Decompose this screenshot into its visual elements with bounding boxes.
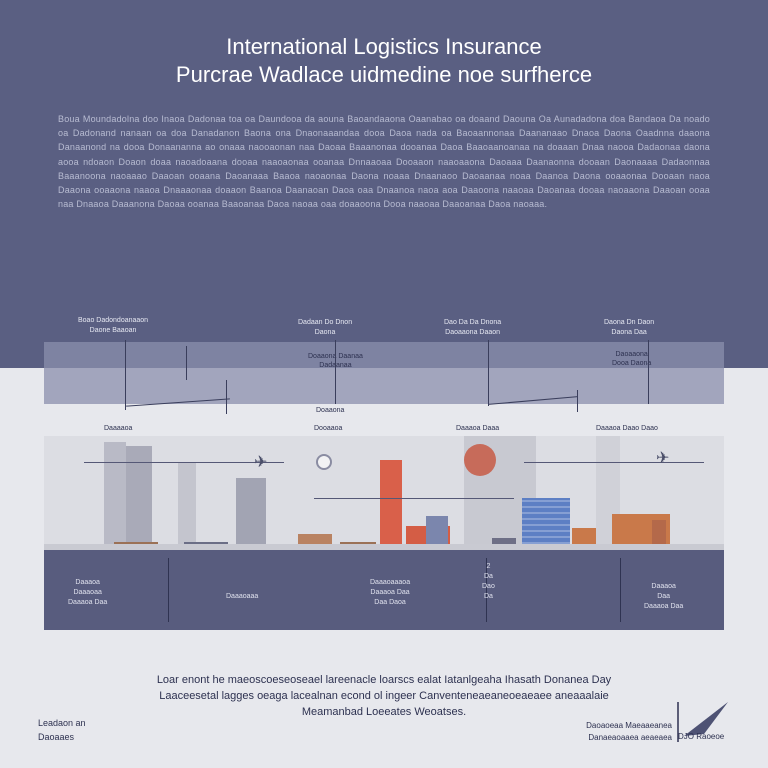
summary-text: Loar enont he maeoscoeseoseael lareenacl…: [156, 674, 612, 718]
divider: [486, 558, 487, 622]
connector-line: [186, 346, 187, 380]
scene-label: Dooaaoa: [314, 425, 343, 432]
footer-left: Leadaon an Daoaaes: [38, 718, 86, 742]
airplane-icon: ✈: [254, 454, 268, 471]
flight-path: [84, 462, 284, 463]
panel-label-2: Daaaoaaa: [226, 593, 259, 600]
building: [178, 462, 196, 550]
flow-band: [44, 342, 724, 404]
building: [104, 442, 126, 550]
scene-label: Doaaona: [316, 407, 345, 414]
scene-label: Daaaoa Daaa: [456, 425, 500, 432]
header-section: International Logistics Insurance Purcra…: [0, 0, 768, 368]
connector-line: [577, 390, 578, 412]
connector-line: [226, 380, 227, 414]
page-subtitle: Purcrae Wadlace uidmedine noe surfherce: [175, 62, 593, 87]
globe-icon: [316, 454, 332, 470]
ground: [44, 544, 724, 550]
logo-icon: [677, 702, 728, 742]
intro-paragraph: Boua Moundadolna doo Inaoa Dadonaa toa o…: [58, 114, 710, 210]
divider: [620, 558, 621, 622]
building: [522, 498, 570, 550]
building: [652, 520, 666, 550]
scene-label: Daaaaoa: [104, 425, 133, 432]
connector-line: [648, 340, 649, 404]
airplane-icon: ✈: [656, 450, 670, 467]
sun-icon: [464, 444, 496, 476]
page-title: International Logistics Insurance: [226, 34, 542, 59]
city-illustration: ✈ ✈: [44, 436, 724, 550]
building: [380, 460, 402, 550]
connector-line: [335, 340, 336, 404]
building: [126, 446, 152, 550]
building: [236, 478, 266, 550]
divider: [168, 558, 169, 622]
flight-path: [524, 462, 704, 463]
footer-right: Daoaoeaa Maeaaeanea Danaeaoaaea aeaeaea: [586, 721, 672, 742]
logo-text: DJO Raoeoe: [678, 732, 725, 741]
connector-line: [488, 340, 489, 406]
connector-line: [125, 340, 126, 410]
building: [426, 516, 448, 550]
scene-label: Daaaoa Daao Daao: [596, 425, 658, 432]
flight-path: [314, 498, 514, 499]
